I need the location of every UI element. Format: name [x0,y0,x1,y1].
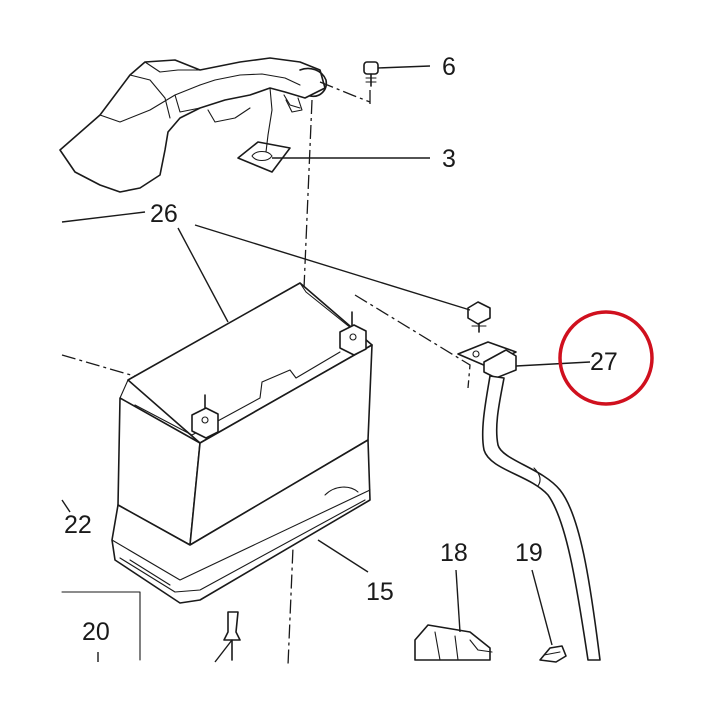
callout-19: 19 [515,539,543,567]
cable-part-27 [457,301,601,661]
callout-18: 18 [440,539,468,567]
callout-labels: 6 3 26 27 22 15 18 19 20 [64,53,618,646]
connector-part-18 [414,624,493,661]
pad-part-3 [237,134,291,173]
highlight-circle [558,310,654,406]
callout-3: 3 [442,145,456,173]
tray-part-15 [111,439,371,604]
callout-15: 15 [366,578,394,606]
callout-22: 22 [64,511,92,539]
frame-assembly [59,57,328,193]
callout-26: 26 [150,200,178,228]
screw-part-19 [539,645,567,663]
leader-lines [61,65,591,663]
callout-27: 27 [590,348,618,376]
callout-20: 20 [82,618,110,646]
bolt-bottom [223,611,241,661]
callout-6: 6 [442,53,456,81]
bracket-part-20 [61,591,141,661]
screw-part-6 [363,61,379,87]
